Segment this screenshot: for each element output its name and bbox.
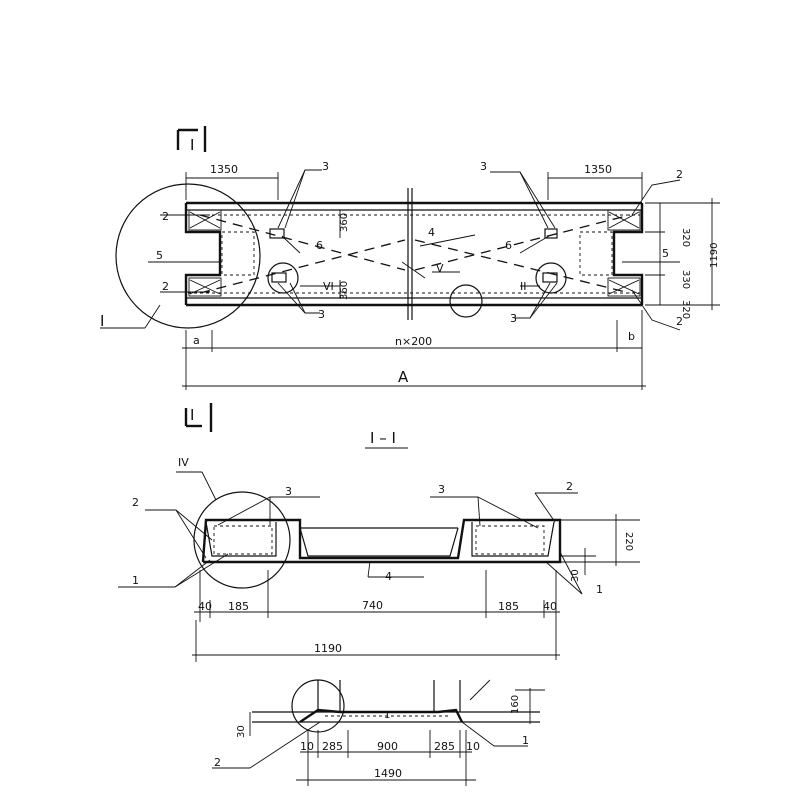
label-I-detail: I (100, 312, 104, 330)
plan-view: 1350 1350 3 3 3 3 2 2 2 2 5 5 6 6 4 VI V… (100, 126, 720, 390)
lifting-loops (269, 228, 558, 283)
end-view: 30 160 10 285 900 285 10 1490 2 1 1 (212, 679, 545, 786)
end-dimensions (212, 688, 545, 786)
dim-320-bot: 320 (680, 300, 691, 319)
section-dim-1190: 1190 (314, 642, 342, 655)
end-labels: 30 160 10 285 900 285 10 1490 2 1 1 (214, 695, 529, 780)
dim-b: b (628, 330, 635, 343)
label-VI: VI (323, 280, 334, 293)
end-profile (252, 679, 540, 733)
dim-330: 330 (680, 270, 691, 289)
label-3-bot-right: 3 (510, 312, 517, 325)
label-V: V (436, 262, 444, 275)
dim-360-a: 360 (339, 213, 350, 232)
section-dimensions (192, 514, 640, 662)
end-dim-1490: 1490 (374, 767, 402, 780)
end-dim-285b: 285 (434, 740, 455, 753)
end-dim-10b: 10 (466, 740, 480, 753)
dashed-inner-beams (188, 214, 640, 294)
dim-A: A (398, 368, 409, 386)
section-view: I I – I (118, 403, 640, 662)
section-profile (193, 491, 562, 589)
slab-outline (184, 188, 644, 320)
dim-1350-left: 1350 (210, 163, 238, 176)
section-label-3-left: 3 (285, 485, 292, 498)
label-2-left-bot: 2 (162, 280, 169, 293)
section-dim-740: 740 (362, 599, 383, 612)
label-5-right: 5 (662, 247, 669, 260)
section-marker-left (184, 403, 213, 432)
plan-marker: I (190, 136, 194, 154)
section-label-1-left: 1 (132, 574, 139, 587)
section-label-1-right: 1 (596, 583, 603, 596)
label-IV: IV (178, 456, 189, 469)
label-2-right-top: 2 (676, 168, 683, 181)
end-dim-900: 900 (377, 740, 398, 753)
end-label-2: 2 (214, 756, 221, 769)
dim-320-top: 320 (680, 228, 691, 247)
section-dim-185b: 185 (498, 600, 519, 613)
label-2-right-bot: 2 (676, 315, 683, 328)
end-label-1: 1 (522, 734, 529, 747)
section-dim-185a: 185 (228, 600, 249, 613)
detail-circles (115, 183, 567, 329)
section-labels: IV 2 2 3 3 1 1 4 220 30 40 185 740 185 4… (132, 456, 634, 655)
dim-1190-plan: 1190 (709, 243, 720, 268)
label-6-right: 6 (505, 239, 512, 252)
end-dim-160: 160 (510, 695, 521, 714)
plan-leaders (100, 169, 681, 331)
section-dim-40b: 40 (543, 600, 557, 613)
corner-hatch-right (579, 209, 641, 297)
section-dim-40a: 40 (198, 600, 212, 613)
end-dim-10a: 10 (300, 740, 314, 753)
section-leaders (118, 471, 583, 595)
label-3-top-right: 3 (480, 160, 487, 173)
section-label-2-right: 2 (566, 480, 573, 493)
section-marker-label: I (190, 406, 194, 424)
plan-labels: 1350 1350 3 3 3 3 2 2 2 2 5 5 6 6 4 VI V… (100, 136, 720, 386)
dim-n200: n×200 (395, 335, 432, 348)
section-dim-220: 220 (623, 532, 634, 551)
corner-hatch-left (188, 209, 255, 297)
section-title: I – I (370, 429, 396, 447)
dim-360-b: 360 (339, 281, 350, 300)
label-4: 4 (428, 226, 435, 239)
dim-a: a (193, 334, 200, 347)
label-2-left-top: 2 (162, 210, 169, 223)
dim-1350-right: 1350 (584, 163, 612, 176)
end-dim-30: 30 (236, 725, 247, 738)
plan-dimensions (182, 172, 720, 390)
label-6-left: 6 (316, 239, 323, 252)
label-5-left: 5 (156, 249, 163, 262)
label-3-top-left: 3 (322, 160, 329, 173)
section-label-2-left: 2 (132, 496, 139, 509)
label-II: II (520, 280, 527, 293)
label-3-bot-left: 3 (318, 308, 325, 321)
end-label-inner: 1 (384, 710, 390, 721)
end-dim-285a: 285 (322, 740, 343, 753)
section-dim-30: 30 (570, 569, 581, 582)
section-marker-top (176, 126, 207, 152)
section-label-3-right: 3 (438, 483, 445, 496)
section-label-4: 4 (385, 570, 392, 583)
